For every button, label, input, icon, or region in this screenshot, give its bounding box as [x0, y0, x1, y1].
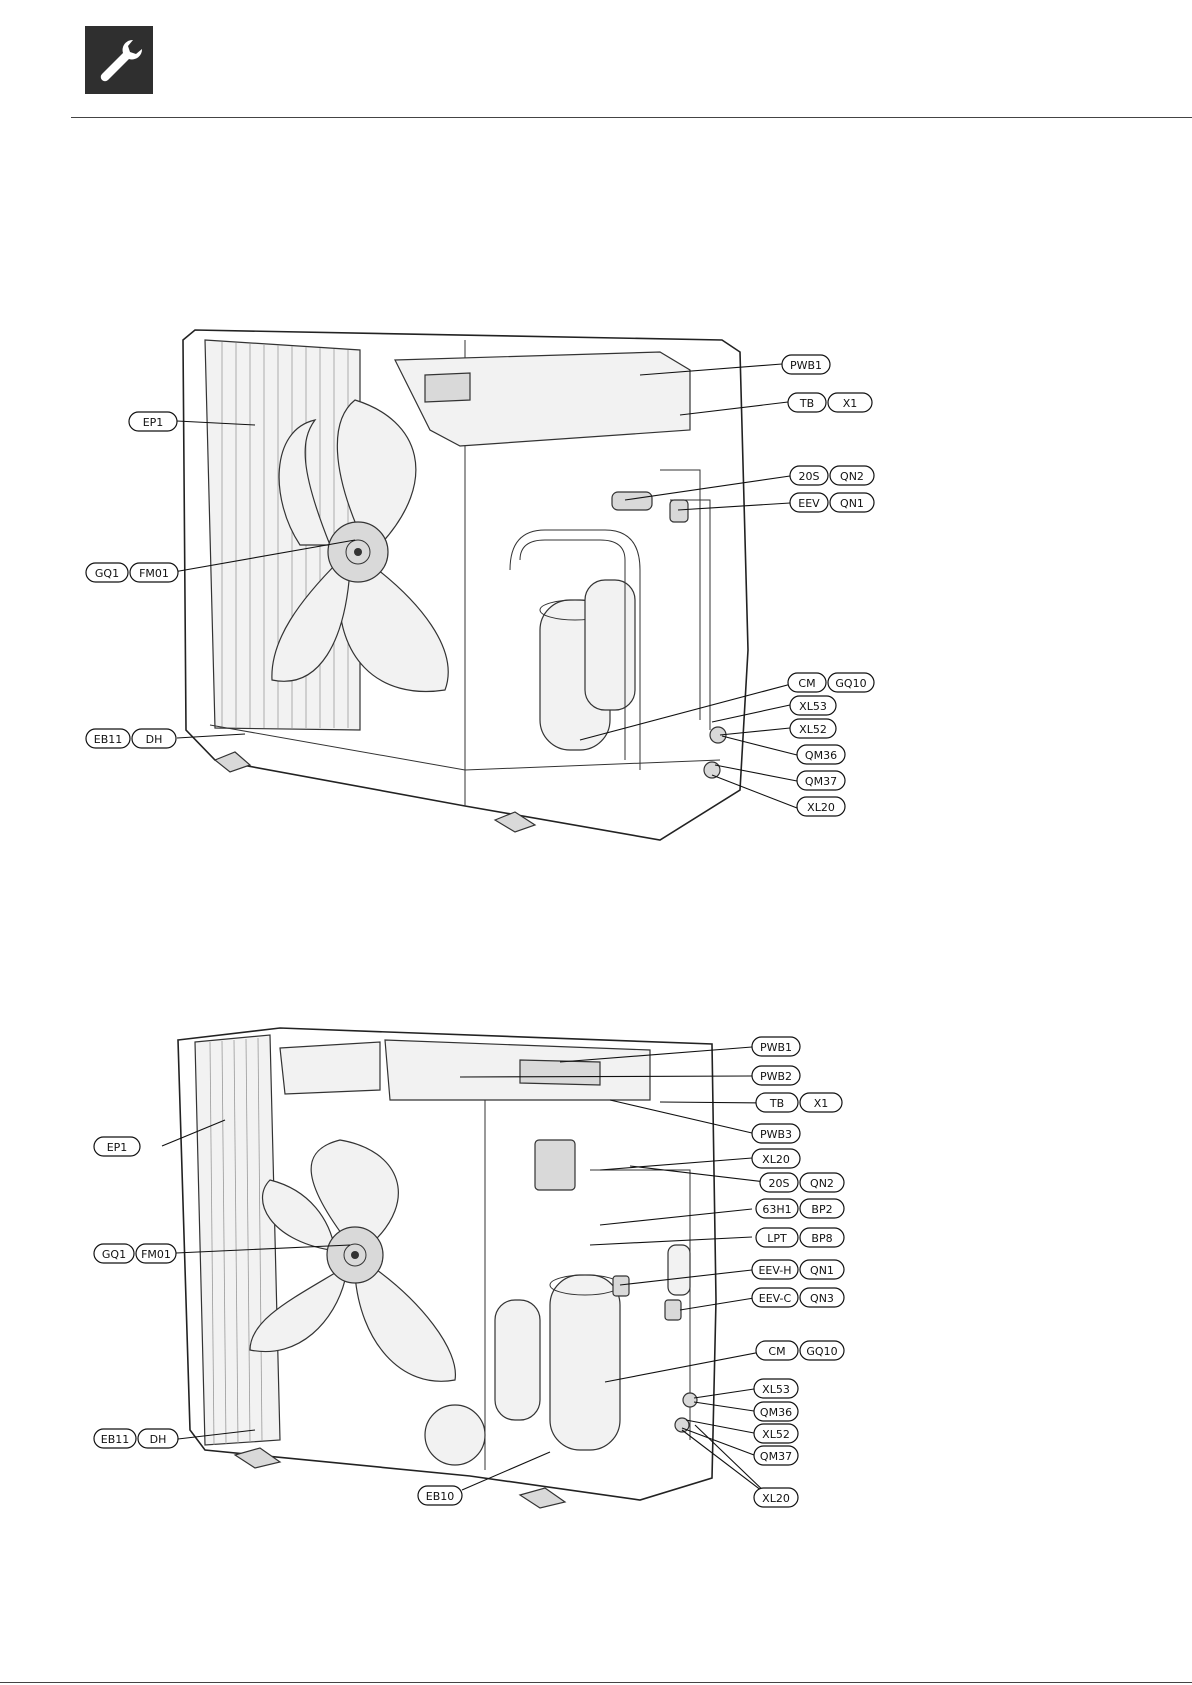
figure1-callout-cm-gq10: CM GQ10: [788, 673, 874, 692]
figure1-callout-20s-qn2: 20S QN2: [790, 466, 874, 485]
figure2-fan: [250, 1140, 455, 1381]
label-ep1: EP1: [107, 1141, 128, 1154]
figure2-callout-20s-qn2: 20S QN2: [760, 1173, 844, 1192]
figure2-callout-tb-x1: TB X1: [756, 1093, 842, 1112]
label-bp2: BP2: [811, 1203, 832, 1216]
label-cm: CM: [768, 1345, 785, 1358]
label-qn2: QN2: [840, 470, 864, 483]
label-gq10: GQ10: [835, 677, 866, 690]
label-pwb1: PWB1: [760, 1041, 792, 1054]
label-qn2: QN2: [810, 1177, 834, 1190]
label-eev: EEV: [798, 497, 820, 510]
figure2-callout-pwb2: PWB2: [752, 1066, 800, 1085]
figure1-callout-qm37: QM37: [797, 771, 845, 790]
figure1-callout-gq1-fm01: GQ1 FM01: [86, 563, 178, 582]
label-eb10: EB10: [426, 1490, 455, 1503]
label-tb: TB: [769, 1097, 784, 1110]
figure2-callout-eevh-qn1: EEV-H QN1: [752, 1260, 844, 1279]
label-x1: X1: [814, 1097, 829, 1110]
figure2-callout-63h1-bp2: 63H1 BP2: [756, 1199, 844, 1218]
label-pwb2: PWB2: [760, 1070, 792, 1083]
figure2-callout-xl53: XL53: [754, 1379, 798, 1398]
label-fm01: FM01: [139, 567, 169, 580]
wrench-icon: [85, 26, 153, 94]
figure2-callout-cm-gq10: CM GQ10: [756, 1341, 844, 1360]
label-xl52: XL52: [762, 1428, 790, 1441]
figure1-compressor: [510, 530, 640, 770]
figure1-unit-illustration: [183, 330, 748, 840]
figure1-diagram: PWB1 TB X1 20S QN2 EEV QN1 EP1 GQ1 FM01 …: [0, 300, 1192, 860]
figure1-callout-eb11-dh: EB11 DH: [86, 729, 176, 748]
figure2-callout-qm36: QM36: [754, 1402, 798, 1421]
figure2-callout-xl20-upper: XL20: [752, 1149, 800, 1168]
label-20s: 20S: [769, 1177, 790, 1190]
label-eb11: EB11: [94, 733, 123, 746]
figure1-callout-xl20: XL20: [797, 797, 845, 816]
figure2-callout-pwb1: PWB1: [752, 1037, 800, 1056]
figure2-callout-xl20-lower: XL20: [754, 1488, 798, 1507]
figure2-callout-xl52: XL52: [754, 1424, 798, 1443]
label-x1: X1: [843, 397, 858, 410]
figure1-callout-eev-qn1: EEV QN1: [790, 493, 874, 512]
label-fm01: FM01: [141, 1248, 171, 1261]
label-xl20-lower: XL20: [762, 1492, 790, 1505]
figure2-callout-lpt-bp8: LPT BP8: [756, 1228, 844, 1247]
figure1-callout-xl53: XL53: [790, 696, 836, 715]
figure2-callout-gq1-fm01: GQ1 FM01: [94, 1244, 176, 1263]
figure1-callout-tb-x1: TB X1: [788, 393, 872, 412]
label-gq10: GQ10: [806, 1345, 837, 1358]
label-lpt: LPT: [767, 1232, 787, 1245]
figure1-callout-xl52: XL52: [790, 719, 836, 738]
figure2-callout-eb11-dh: EB11 DH: [94, 1429, 178, 1448]
footer-divider: [0, 1682, 1192, 1683]
header-wrench-badge: [85, 26, 153, 94]
label-xl20-upper: XL20: [762, 1153, 790, 1166]
label-20s: 20S: [799, 470, 820, 483]
figure1-callout-pwb1: PWB1: [782, 355, 830, 374]
label-qm36: QM36: [760, 1406, 792, 1419]
header-divider: [71, 117, 1192, 118]
label-qn1: QN1: [840, 497, 864, 510]
label-eb11: EB11: [101, 1433, 130, 1446]
label-gq1: GQ1: [102, 1248, 126, 1261]
label-xl20: XL20: [807, 801, 835, 814]
label-qm37: QM37: [760, 1450, 792, 1463]
figure1-callout-qm36: QM36: [797, 745, 845, 764]
label-eev-c: EEV-C: [759, 1292, 792, 1305]
figure2-callout-eevc-qn3: EEV-C QN3: [752, 1288, 844, 1307]
label-gq1: GQ1: [95, 567, 119, 580]
label-dh: DH: [146, 733, 163, 746]
label-qm37: QM37: [805, 775, 837, 788]
label-tb: TB: [799, 397, 814, 410]
label-pwb1: PWB1: [790, 359, 822, 372]
label-qn1: QN1: [810, 1264, 834, 1277]
figure2-callout-eb10: EB10: [418, 1486, 462, 1505]
label-63h1: 63H1: [762, 1203, 791, 1216]
figure2-callout-ep1: EP1: [94, 1137, 140, 1156]
figure1-callout-ep1: EP1: [129, 412, 177, 431]
label-ep1: EP1: [143, 416, 164, 429]
figure2-diagram: PWB1 PWB2 TB X1 PWB3 XL20 20S QN2 63H1 B…: [0, 1010, 1192, 1530]
label-qm36: QM36: [805, 749, 837, 762]
label-eev-h: EEV-H: [758, 1264, 791, 1277]
figure2-callout-qm37: QM37: [754, 1446, 798, 1465]
label-xl52: XL52: [799, 723, 827, 736]
label-dh: DH: [150, 1433, 167, 1446]
figure2-callout-pwb3: PWB3: [752, 1124, 800, 1143]
label-qn3: QN3: [810, 1292, 834, 1305]
label-xl53: XL53: [762, 1383, 790, 1396]
label-bp8: BP8: [811, 1232, 832, 1245]
label-cm: CM: [798, 677, 815, 690]
label-xl53: XL53: [799, 700, 827, 713]
figure2-unit-illustration: [178, 1028, 716, 1508]
figure2-compressor: [495, 1275, 620, 1450]
label-pwb3: PWB3: [760, 1128, 792, 1141]
